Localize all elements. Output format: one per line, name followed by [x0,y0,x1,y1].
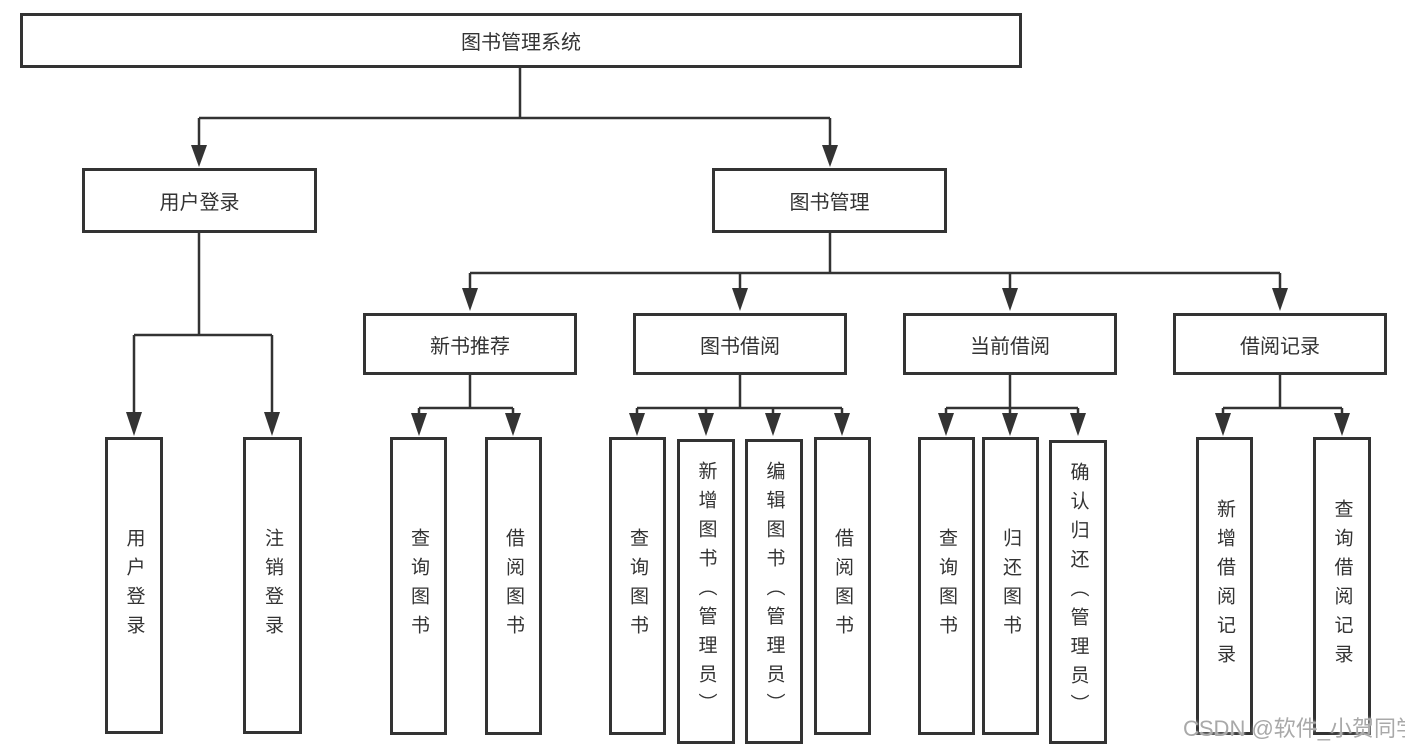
node-borrow-records: 借阅记录 [1173,313,1387,375]
node-leaf-query-books-3: 查询图书 [918,437,975,735]
node-leaf-confirm-return-admin: 确认归还（管理员） [1049,440,1107,744]
watermark: CSDN @软件_小贺同学 [1183,716,1405,741]
node-leaf-query-books-1: 查询图书 [390,437,447,735]
node-book-manage: 图书管理 [712,168,947,233]
node-library-system: 图书管理系统 [20,13,1022,68]
node-leaf-add-book-admin: 新增图书（管理员） [677,439,735,744]
node-leaf-user-login: 用户登录 [105,437,163,734]
node-leaf-return-book: 归还图书 [982,437,1039,735]
node-new-book-recommend: 新书推荐 [363,313,577,375]
node-book-borrow: 图书借阅 [633,313,847,375]
arrowheads [126,145,1350,436]
node-leaf-borrow-books-1: 借阅图书 [485,437,542,735]
node-current-borrow: 当前借阅 [903,313,1117,375]
node-leaf-query-borrow-record: 查询借阅记录 [1313,437,1371,735]
node-leaf-borrow-books-2: 借阅图书 [814,437,871,735]
node-leaf-add-borrow-record: 新增借阅记录 [1196,437,1253,735]
node-user-login: 用户登录 [82,168,317,233]
node-leaf-edit-book-admin: 编辑图书（管理员） [745,439,803,744]
node-leaf-logout: 注销登录 [243,437,302,734]
node-leaf-query-books-2: 查询图书 [609,437,666,735]
